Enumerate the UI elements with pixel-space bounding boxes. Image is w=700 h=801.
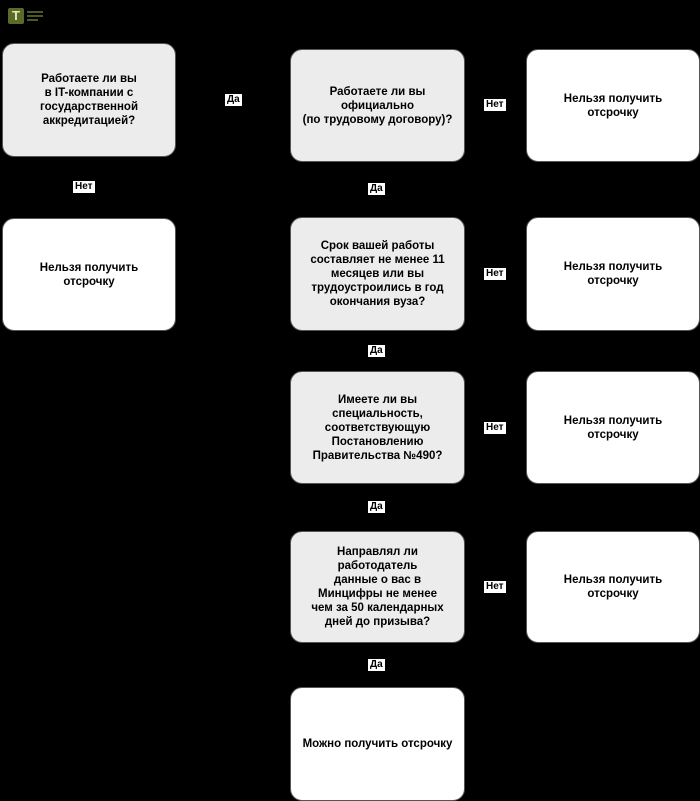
result-no-deferral-4: Нельзя получить отсрочку: [526, 371, 700, 484]
result-deferral-possible: Можно получить отсрочку: [290, 687, 465, 801]
result-no-deferral-3: Нельзя получить отсрочку: [526, 217, 700, 331]
label-yes-4: Да: [368, 501, 385, 513]
label-no-2: Нет: [484, 99, 506, 111]
label-no-1: Нет: [73, 181, 95, 193]
result-no-deferral-2: Нельзя получить отсрочку: [526, 49, 700, 162]
result-no-deferral-1: Нельзя получить отсрочку: [2, 218, 176, 331]
label-yes-1: Да: [225, 94, 242, 106]
label-no-5: Нет: [484, 581, 506, 593]
question-employer-data: Направлял ли работодатель данные о вас в…: [290, 531, 465, 643]
result-no-deferral-5: Нельзя получить отсрочку: [526, 531, 700, 643]
label-no-3: Нет: [484, 268, 506, 280]
question-work-duration: Срок вашей работы составляет не менее 11…: [290, 217, 465, 331]
label-yes-3: Да: [368, 345, 385, 357]
label-yes-2: Да: [368, 183, 385, 195]
question-official-employment: Работаете ли вы официально (по трудовому…: [290, 49, 465, 162]
label-no-4: Нет: [484, 422, 506, 434]
label-yes-5: Да: [368, 659, 385, 671]
question-specialty: Имеете ли вы специальность, соответствую…: [290, 371, 465, 484]
question-it-accreditation: Работаете ли вы в IT-компании с государс…: [2, 43, 176, 157]
logo-icon: Т: [8, 8, 43, 24]
